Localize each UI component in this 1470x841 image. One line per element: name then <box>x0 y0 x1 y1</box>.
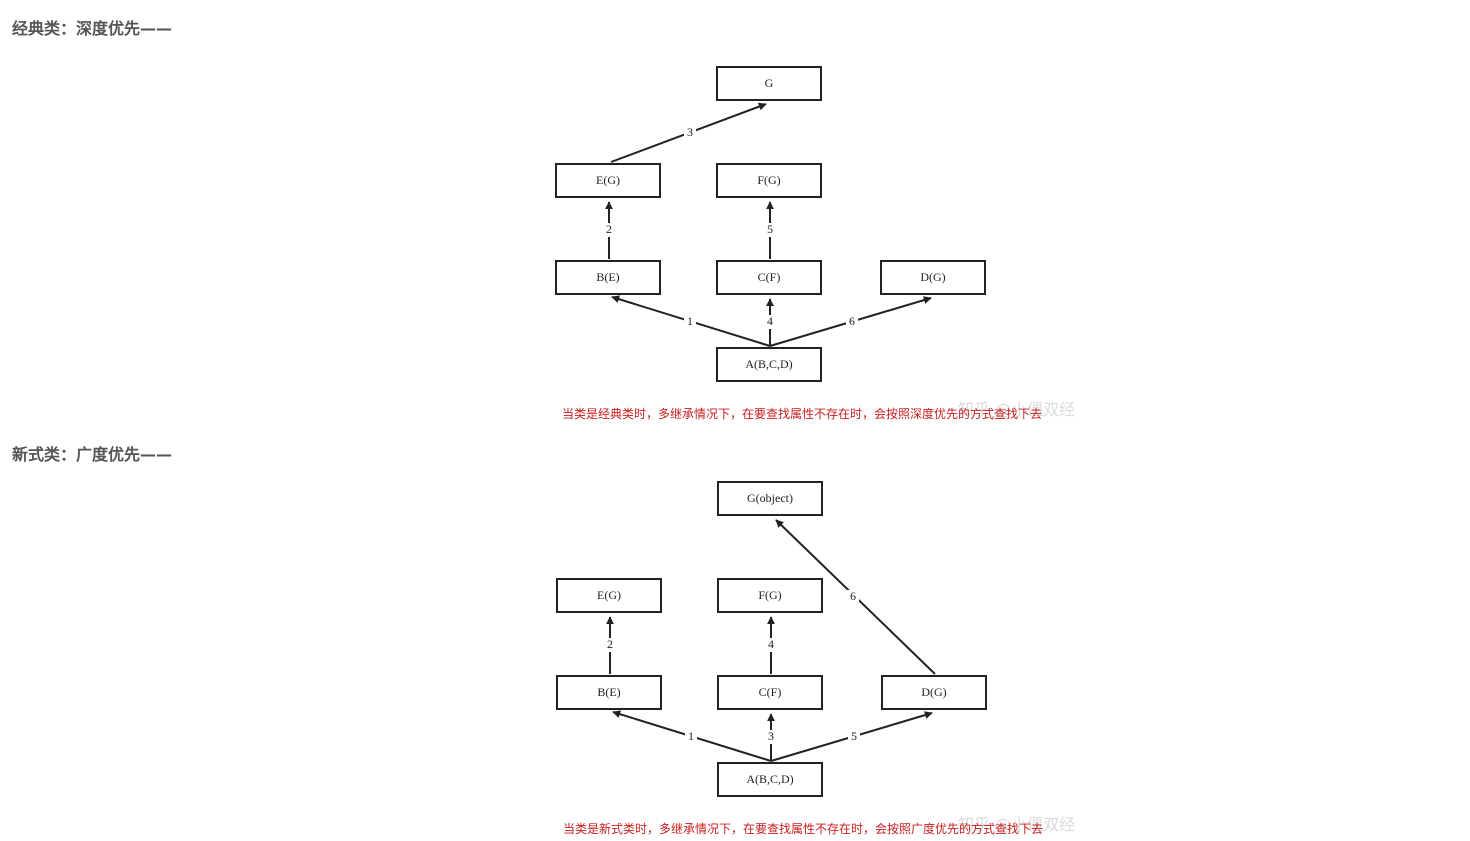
edge-a-to-c: 4 <box>764 298 776 346</box>
edge-label: 6 <box>849 314 855 328</box>
node-b: B(E) <box>555 260 661 295</box>
edge-d-to-g: 6 <box>775 519 936 675</box>
edge-a-to-d: 5 <box>770 711 933 762</box>
edge-a-to-b: 1 <box>612 710 772 762</box>
node-f: F(G) <box>716 163 822 198</box>
node-c: C(F) <box>716 260 822 295</box>
node-g: G <box>716 66 822 101</box>
node-d: D(G) <box>881 675 987 710</box>
edge-label: 3 <box>687 125 693 139</box>
edge-a-to-b: 1 <box>611 295 771 347</box>
edge-label: 5 <box>851 729 857 743</box>
edge-a-to-c: 3 <box>765 713 777 761</box>
diagram-caption-classic: 当类是经典类时，多继承情况下，在要查找属性不存在时，会按照深度优先的方式查找下去 <box>562 407 1043 421</box>
edge-e-to-g: 3 <box>610 102 767 163</box>
section-heading-classic: 经典类：深度优先—— <box>12 19 173 38</box>
node-a: A(B,C,D) <box>717 762 823 797</box>
watermark: 知乎 @小僵双经 <box>958 815 1076 834</box>
edge-label: 1 <box>687 314 693 328</box>
edge-label: 1 <box>688 729 694 743</box>
section-heading-new-style: 新式类：广度优先—— <box>12 445 173 464</box>
node-d: D(G) <box>880 260 986 295</box>
node-f: F(G) <box>717 578 823 613</box>
node-e: E(G) <box>555 163 661 198</box>
edge-label: 6 <box>850 589 856 603</box>
node-a: A(B,C,D) <box>716 347 822 382</box>
watermark: 知乎 @小僵双经 <box>958 400 1076 419</box>
node-b: B(E) <box>556 675 662 710</box>
edge-b-to-e: 2 <box>604 616 616 674</box>
edge-label: 4 <box>768 637 774 651</box>
edge-label: 2 <box>606 222 612 236</box>
edge-b-to-e: 2 <box>603 201 615 259</box>
edge-c-to-f: 5 <box>764 201 776 259</box>
edge-label: 3 <box>768 729 774 743</box>
node-g-object: G(object) <box>717 481 823 516</box>
edge-label: 4 <box>767 314 773 328</box>
edge-c-to-f: 4 <box>765 616 777 674</box>
edge-label: 5 <box>767 222 773 236</box>
edge-a-to-d: 6 <box>769 296 932 347</box>
diagram-caption-new-style: 当类是新式类时，多继承情况下，在要查找属性不存在时，会按照广度优先的方式查找下去 <box>563 822 1044 836</box>
node-c: C(F) <box>717 675 823 710</box>
edge-label: 2 <box>607 637 613 651</box>
node-e: E(G) <box>556 578 662 613</box>
